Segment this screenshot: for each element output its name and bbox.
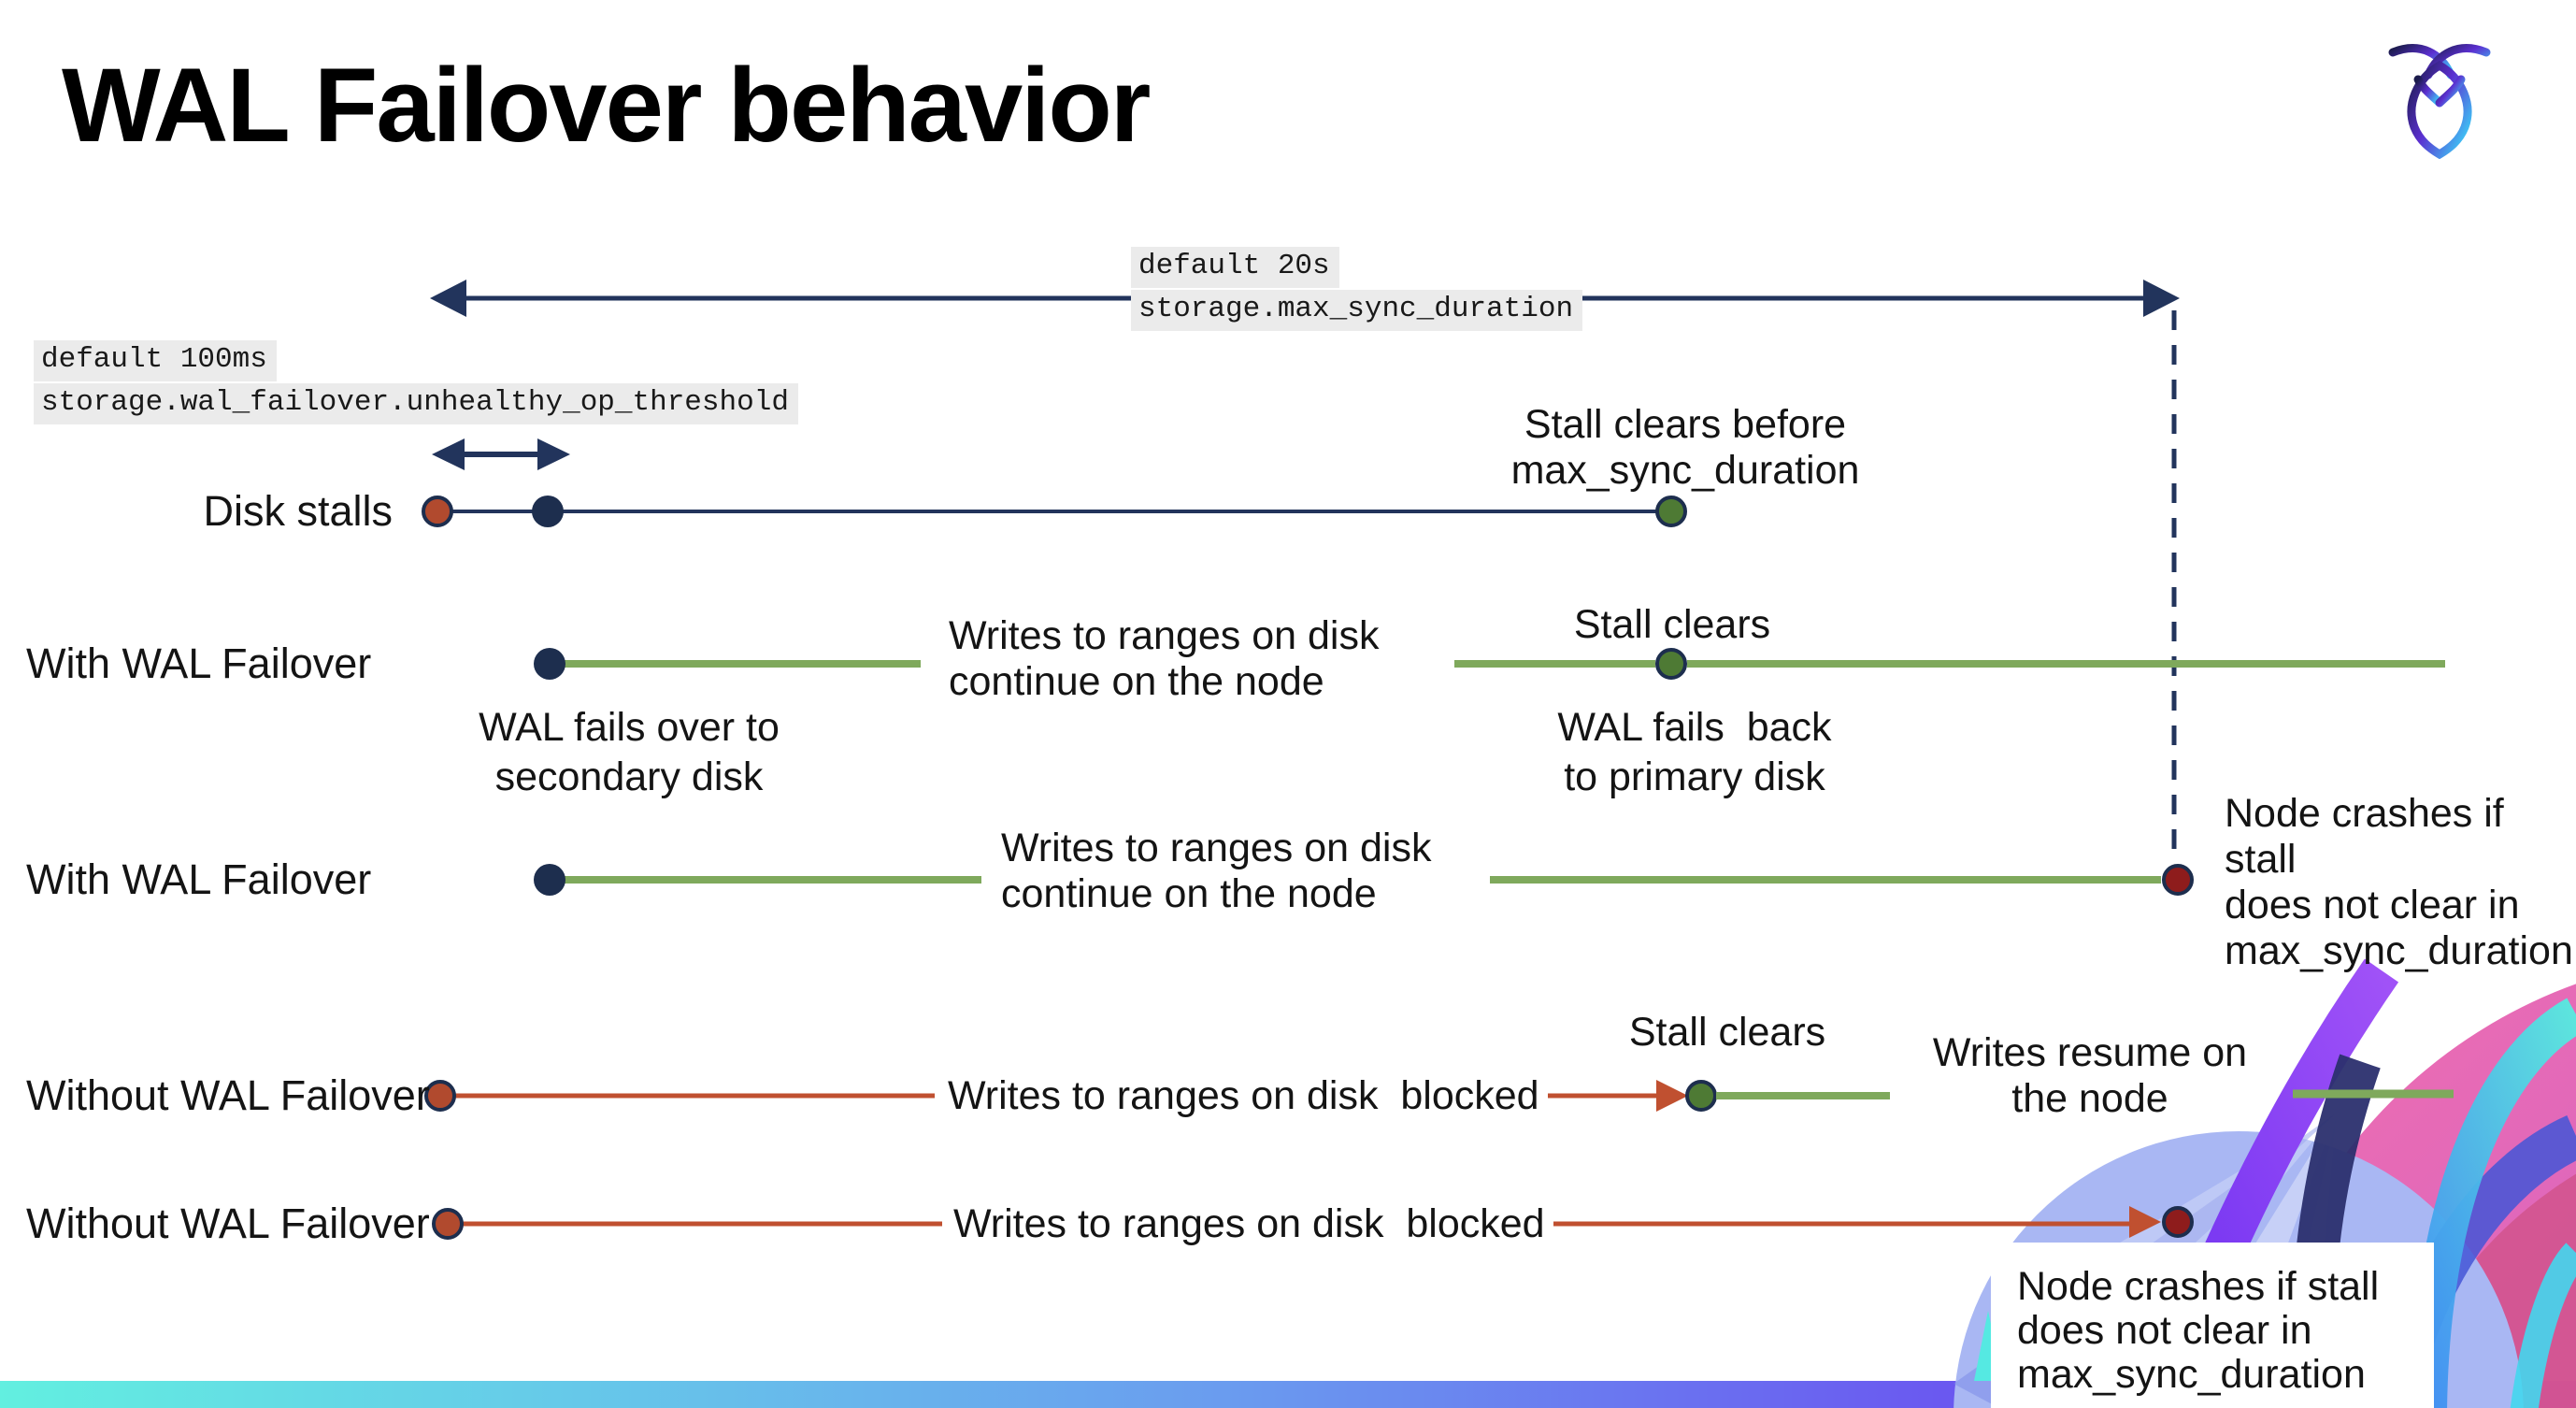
flourish-cyan-arc-small	[2510, 1243, 2576, 1408]
row-label-with-wal-failover-1: With WAL Failover	[26, 639, 372, 687]
unhealthy-op-threshold-arrow	[432, 438, 570, 470]
note-node-crashes-without-wal: Node crashes if stall does not clear in …	[2017, 1264, 2380, 1397]
arrowhead-right-icon	[1656, 1080, 1688, 1112]
failover-dot	[534, 864, 565, 896]
note-writes-continue-1: Writes to ranges on disk continue on the…	[949, 613, 1380, 704]
note-wal-fails-over: WAL fails over to secondary disk	[479, 705, 780, 799]
note-wal-fails-back: WAL fails back to primary disk	[1557, 705, 1832, 799]
threshold-dot	[532, 496, 564, 527]
cockroachdb-logo-icon	[2388, 44, 2491, 159]
node-crash-dot	[2162, 864, 2194, 896]
max-sync-duration-name-chip: storage.max_sync_duration	[1131, 290, 1583, 331]
max-sync-duration-default-chip: default 20s	[1131, 247, 1339, 288]
arrowhead-right-icon	[2129, 1206, 2161, 1238]
stall-clears-dot	[1655, 496, 1687, 527]
arrowhead-left-icon	[432, 438, 465, 470]
unhealthy-op-threshold-default-chip: default 100ms	[34, 340, 277, 381]
failover-dot	[534, 648, 565, 680]
arrowhead-right-icon	[537, 438, 570, 470]
arrowhead-left-icon	[430, 280, 466, 317]
note-writes-resume: Writes resume on the node	[1932, 1030, 2248, 1121]
crash-note-box: Node crashes if stall does not clear in …	[1991, 1243, 2434, 1408]
stall-start-dot	[422, 496, 453, 527]
row-label-with-wal-failover-2: With WAL Failover	[26, 855, 372, 903]
stall-start-dot	[424, 1080, 456, 1112]
note-stall-clears-1: Stall clears	[1573, 602, 1771, 647]
note-node-crashes-with-wal: Node crashes if stall does not clear in …	[2225, 791, 2573, 973]
stall-clears-dot	[1685, 1080, 1717, 1112]
row-label-disk-stalls: Disk stalls	[203, 487, 393, 535]
unhealthy-op-threshold-name-chip: storage.wal_failover.unhealthy_op_thresh…	[34, 383, 798, 424]
stall-clears-dot	[1655, 648, 1687, 680]
note-stall-clears-before: Stall clears before max_sync_duration	[1510, 402, 1860, 493]
stall-start-dot	[432, 1208, 464, 1240]
row-label-without-wal-failover-1: Without WAL Failover	[26, 1071, 430, 1119]
row-label-without-wal-failover-2: Without WAL Failover	[26, 1200, 430, 1247]
page-title: WAL Failover behavior	[62, 47, 1151, 164]
note-writes-continue-2: Writes to ranges on disk continue on the…	[1001, 826, 1432, 916]
node-crash-dot	[2162, 1206, 2194, 1238]
note-writes-blocked-1: Writes to ranges on disk blocked	[948, 1073, 1539, 1118]
arrowhead-right-icon	[2143, 280, 2180, 317]
note-stall-clears-2: Stall clears	[1628, 1010, 1826, 1055]
note-writes-blocked-2: Writes to ranges on disk blocked	[953, 1201, 1545, 1246]
